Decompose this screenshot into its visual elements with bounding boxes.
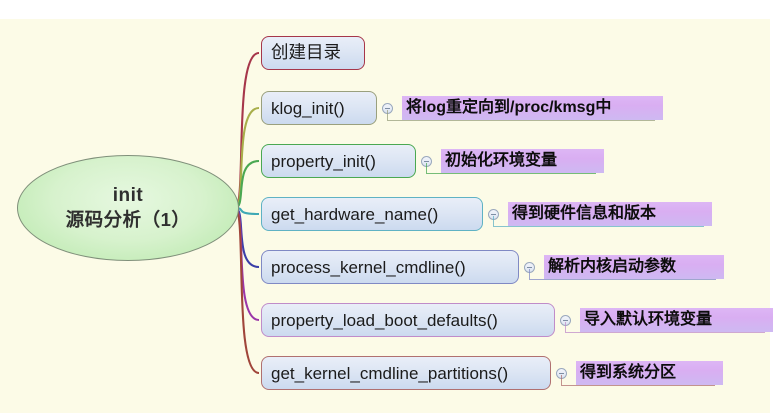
branch-node[interactable]: get_kernel_cmdline_partitions() bbox=[261, 356, 551, 390]
note-connector bbox=[493, 216, 495, 226]
branch-note[interactable]: 初始化环境变量 bbox=[441, 149, 604, 173]
branch-note[interactable]: 得到硬件信息和版本 bbox=[508, 202, 712, 226]
root-node[interactable]: init 源码分析（1） bbox=[17, 155, 239, 261]
branch-note[interactable]: 导入默认环境变量 bbox=[580, 308, 773, 332]
branch-note-text: 解析内核启动参数 bbox=[548, 258, 677, 275]
branch-note[interactable]: 解析内核启动参数 bbox=[544, 255, 724, 279]
branch-node-label: process_kernel_cmdline() bbox=[271, 257, 466, 277]
branch-note[interactable]: 将log重定向到/proc/kmsg中 bbox=[402, 96, 663, 120]
branch-node-label: get_kernel_cmdline_partitions() bbox=[271, 363, 509, 383]
branch-note[interactable]: 得到系统分区 bbox=[576, 361, 723, 385]
branch-node-label: property_load_boot_defaults() bbox=[271, 310, 498, 330]
note-connector bbox=[529, 269, 531, 279]
root-node-label-line2: 源码分析（1） bbox=[65, 209, 191, 231]
note-connector bbox=[561, 375, 563, 385]
branch-note-text: 得到硬件信息和版本 bbox=[512, 205, 657, 222]
note-underline bbox=[565, 332, 765, 334]
branch-note-text: 导入默认环境变量 bbox=[584, 311, 713, 328]
note-connector bbox=[387, 110, 389, 120]
branch-node[interactable]: 创建目录 bbox=[261, 36, 365, 70]
branch-node[interactable]: property_init() bbox=[261, 144, 416, 178]
branch-note-text: 得到系统分区 bbox=[580, 364, 677, 381]
branch-node[interactable]: process_kernel_cmdline() bbox=[261, 250, 519, 284]
branch-node-label: get_hardware_name() bbox=[271, 204, 439, 224]
note-underline bbox=[426, 173, 596, 175]
note-underline bbox=[529, 279, 716, 281]
branch-node-label: klog_init() bbox=[271, 98, 345, 118]
root-node-label-line1: init bbox=[112, 185, 144, 206]
branch-node-label: property_init() bbox=[271, 151, 376, 171]
note-underline bbox=[561, 385, 715, 387]
note-connector bbox=[565, 322, 567, 332]
branch-node[interactable]: property_load_boot_defaults() bbox=[261, 303, 555, 337]
note-underline bbox=[387, 120, 655, 122]
note-connector bbox=[426, 163, 428, 173]
branch-node-label: 创建目录 bbox=[271, 42, 341, 63]
branch-note-text: 初始化环境变量 bbox=[445, 152, 558, 169]
note-underline bbox=[493, 226, 704, 228]
branch-node[interactable]: klog_init() bbox=[261, 91, 377, 125]
branch-note-text: 将log重定向到/proc/kmsg中 bbox=[406, 99, 612, 116]
branch-node[interactable]: get_hardware_name() bbox=[261, 197, 483, 231]
